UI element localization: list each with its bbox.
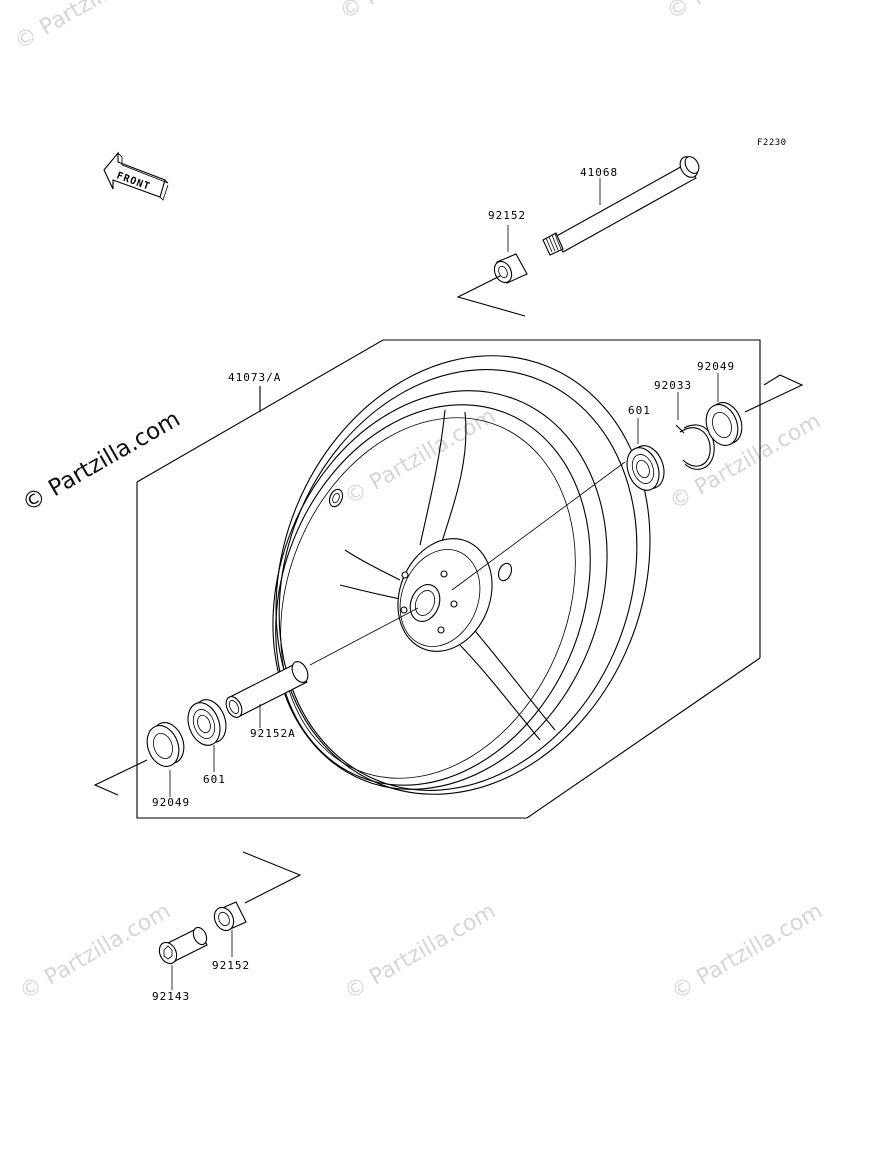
watermark-text: © Partzilla.com <box>341 899 501 1006</box>
wheel-assembly-frame <box>136 339 761 819</box>
axle-icon <box>542 156 700 256</box>
diagram-code: F2230 <box>757 138 787 148</box>
bearing-right-icon <box>626 418 665 491</box>
collar-bottom-icon <box>213 851 302 957</box>
circlip-icon <box>675 392 715 470</box>
part-number-axle: 41068 <box>580 166 618 179</box>
seal-right-icon <box>705 373 804 446</box>
spacer-icon <box>225 661 309 728</box>
part-number-circlip: 92033 <box>654 379 692 392</box>
watermark-text: © Partzilla.com <box>668 899 828 1006</box>
wheel-icon <box>272 355 651 795</box>
seal-left-icon <box>93 722 185 797</box>
part-number-wheel: 41073/A <box>228 371 281 384</box>
watermark-text: © Partzilla.com <box>18 406 185 517</box>
collar-top-icon <box>456 225 528 317</box>
watermark-text: © Partzilla.com <box>336 0 496 25</box>
bolt-icon <box>158 926 208 990</box>
part-number-spacer: 92152A <box>250 727 296 740</box>
part-number-bearing-right: 601 <box>628 404 651 417</box>
bearing-left-icon <box>187 699 227 772</box>
watermark-text: © Partzilla.com <box>11 0 171 55</box>
part-number-collar-top: 92152 <box>488 209 526 222</box>
watermark-text: © Partzilla.com <box>666 409 826 516</box>
watermark-text: © Partzilla.com <box>663 0 823 25</box>
part-number-bolt: 92143 <box>152 990 190 1003</box>
part-number-collar-bottom: 92152 <box>212 959 250 972</box>
part-number-seal-right: 92049 <box>697 360 735 373</box>
part-number-bearing-left: 601 <box>203 773 226 786</box>
watermark-layer: © Partzilla.com © Partzilla.com © Partzi… <box>11 0 828 1005</box>
front-arrow-icon: FRONT <box>103 151 169 201</box>
part-number-seal-left: 92049 <box>152 796 190 809</box>
